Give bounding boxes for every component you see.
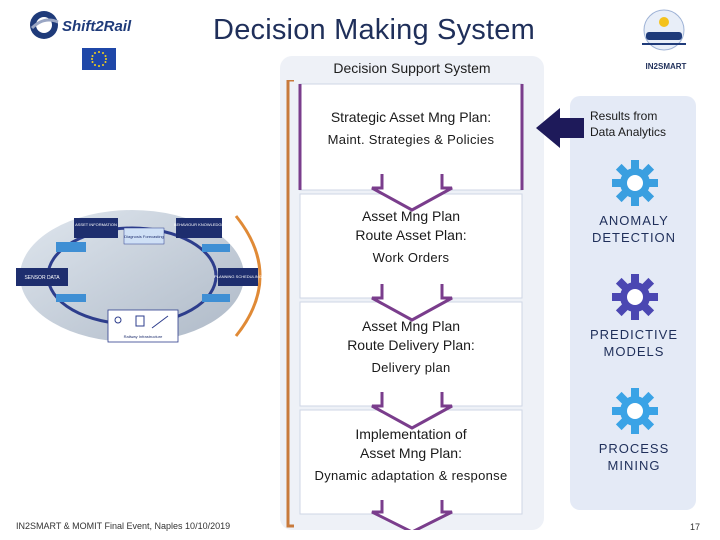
sensor-data-label: SENSOR DATA bbox=[24, 275, 60, 281]
behaviour-box bbox=[176, 218, 222, 238]
module-anomaly-line1: ANOMALY bbox=[599, 213, 669, 228]
results-line1: Results from bbox=[590, 109, 658, 123]
results-line2: Data Analytics bbox=[590, 125, 667, 139]
ring-tag bbox=[56, 294, 86, 302]
chevron-down-icon bbox=[371, 500, 453, 530]
step-4-subtitle: Dynamic adaptation & response bbox=[314, 468, 508, 483]
bracket-line bbox=[286, 80, 294, 528]
chevron-down-icon bbox=[371, 174, 453, 212]
railway-icon bbox=[114, 315, 169, 329]
ring-tag bbox=[202, 244, 230, 252]
module-anomaly-line2: DETECTION bbox=[591, 230, 677, 245]
railway-label: Railway Infrastructure bbox=[124, 334, 163, 339]
chevron-down-icon bbox=[371, 392, 453, 430]
module-predictive-models: PREDICTIVE MODELS bbox=[572, 326, 696, 360]
planning-label: PLANNING SCHEDULING bbox=[214, 274, 262, 279]
planning-box bbox=[218, 268, 258, 286]
diagnosis-label: Diagnosis Forecasting bbox=[124, 234, 164, 239]
ring-tag bbox=[202, 294, 230, 302]
in2smart-logo-text: IN2SMART bbox=[645, 62, 687, 71]
step-2-title-line2: Route Asset Plan: bbox=[355, 227, 467, 243]
arrow-left-icon bbox=[536, 108, 584, 148]
chevron-down-icon bbox=[371, 284, 453, 322]
highlight-ring bbox=[234, 215, 262, 337]
step-4-title-line2: Asset Mng Plan: bbox=[360, 445, 462, 461]
in2smart-logo bbox=[636, 6, 692, 70]
results-label: Results from Data Analytics bbox=[590, 108, 690, 140]
dss-title: Decision Support System bbox=[333, 60, 491, 76]
module-predictive-line2: MODELS bbox=[603, 344, 665, 359]
module-process-line2: MINING bbox=[607, 458, 661, 473]
asset-info-label: ASSET INFORMATION bbox=[75, 222, 117, 227]
shift2rail-logo-text: Shift2Rail bbox=[62, 18, 132, 35]
step-4: Implementation of Asset Mng Plan: Dynami… bbox=[300, 425, 522, 485]
step-4-title-line1: Implementation of bbox=[355, 426, 467, 442]
step-1-subtitle: Maint. Strategies & Policies bbox=[327, 132, 495, 147]
module-process-line1: PROCESS bbox=[598, 441, 670, 456]
step-3-subtitle: Delivery plan bbox=[371, 360, 451, 375]
gear-icon bbox=[612, 388, 658, 434]
page-number: 17 bbox=[690, 522, 701, 532]
gear-icon bbox=[612, 160, 658, 206]
step-2: Asset Mng Plan Route Asset Plan: Work Or… bbox=[300, 207, 522, 267]
module-predictive-line1: PREDICTIVE bbox=[589, 327, 678, 342]
asset-info-box bbox=[74, 218, 118, 238]
step-1-title: Strategic Asset Mng Plan: bbox=[330, 109, 492, 125]
step-3-title-line1: Asset Mng Plan bbox=[361, 318, 461, 334]
shift2rail-logo: Shift2Rail bbox=[28, 8, 148, 42]
footer-event-text: IN2SMART & MOMIT Final Event, Naples 10/… bbox=[16, 521, 231, 531]
module-anomaly-detection: ANOMALY DETECTION bbox=[572, 212, 696, 246]
step-3-title-line2: Route Delivery Plan: bbox=[347, 337, 475, 353]
module-process-mining: PROCESS MINING bbox=[572, 440, 696, 474]
step-1: Strategic Asset Mng Plan: Maint. Strateg… bbox=[300, 108, 522, 149]
step-2-subtitle: Work Orders bbox=[372, 250, 450, 265]
eu-flag-icon bbox=[82, 48, 116, 70]
asset-management-cycle-diagram: ASSET INFORMATION BEHAVIOUR KNOWLEDGE SE… bbox=[16, 210, 262, 343]
step-2-title-line1: Asset Mng Plan bbox=[361, 208, 461, 224]
page-title: Decision Making System bbox=[213, 14, 535, 46]
gear-icon bbox=[612, 274, 658, 320]
step-3: Asset Mng Plan Route Delivery Plan: Deli… bbox=[300, 317, 522, 377]
diagnosis-box bbox=[123, 227, 165, 245]
dss-flow-diagram bbox=[286, 80, 524, 530]
ring-tag bbox=[56, 242, 86, 252]
sensor-data-box bbox=[16, 268, 68, 286]
behaviour-label: BEHAVIOUR KNOWLEDGE bbox=[174, 222, 225, 227]
